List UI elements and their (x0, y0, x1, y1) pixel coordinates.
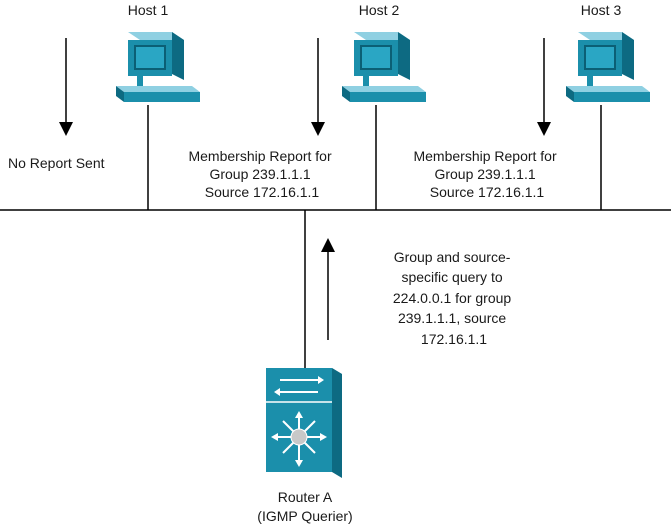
router-switch-icon (266, 368, 342, 478)
router-role: (IGMP Querier) (257, 508, 352, 524)
host1-annotation: No Report Sent (8, 155, 105, 171)
host2-annotation: Membership Report for Group 239.1.1.1 So… (188, 148, 335, 200)
query-arrow (321, 238, 335, 340)
host2-label: Host 2 (359, 2, 400, 18)
query-annotation: Group and source- specific query to 224.… (393, 249, 515, 347)
host3-arrow (537, 38, 551, 136)
host1-arrow (59, 38, 73, 136)
host2-arrow (311, 38, 325, 136)
host3-label: Host 3 (581, 2, 622, 18)
host1-computer-icon (116, 32, 200, 102)
host2-computer-icon (342, 32, 426, 102)
host3-annotation: Membership Report for Group 239.1.1.1 So… (413, 148, 560, 200)
host3-computer-icon (566, 32, 650, 102)
host1-label: Host 1 (128, 2, 169, 18)
router-name: Router A (278, 489, 333, 505)
